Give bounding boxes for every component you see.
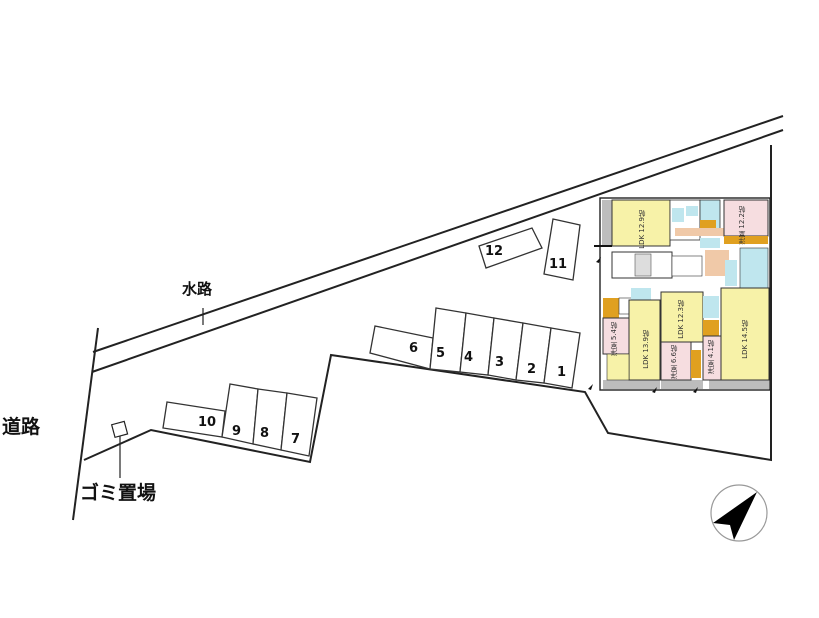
parking-label-1: 1 <box>557 365 567 380</box>
parking-12 <box>478 227 543 269</box>
parking-label-12: 12 <box>485 244 504 259</box>
parking-label-3: 3 <box>495 355 505 370</box>
parking-label-7: 7 <box>291 432 301 447</box>
parking-label-8: 8 <box>260 426 270 441</box>
building-floorplan <box>588 197 771 393</box>
parking-label-6: 6 <box>409 341 419 356</box>
parking-label-4: 4 <box>464 350 474 365</box>
room-bedroom-4: 洋室 4.1帖 <box>707 340 715 375</box>
north-arrow-icon <box>710 484 768 542</box>
parking-label-5: 5 <box>436 346 446 361</box>
entrance-marker-icon <box>596 257 601 263</box>
room-bedroom-2: 洋室 5.4帖 <box>610 322 618 357</box>
room-ldk-1: LDK 12.9帖 <box>638 210 646 249</box>
room-ldk-3: LDK 12.3帖 <box>677 300 685 339</box>
room-ldk-4: LDK 14.5帖 <box>741 320 749 359</box>
lot-boundary <box>83 145 772 464</box>
parking-7 <box>280 392 318 457</box>
room-bedroom-3: 洋室 6.6帖 <box>670 345 678 380</box>
garbage-box <box>110 420 129 439</box>
room-bedroom-1: 洋室 12.2帖 <box>738 206 746 245</box>
parking-1 <box>543 327 581 389</box>
parking-label-10: 10 <box>198 415 217 430</box>
waterway-lower-line <box>91 129 784 373</box>
entrance-marker-icon <box>652 387 657 393</box>
parking-label-11: 11 <box>549 257 568 272</box>
parking-label-9: 9 <box>232 424 242 439</box>
waterway-upper-line <box>92 115 784 353</box>
road-label: 道路 <box>2 416 41 438</box>
room-ldk-2: LDK 13.9帖 <box>642 330 650 369</box>
entrance-marker-icon <box>693 387 698 393</box>
garbage-area-label: ゴミ置場 <box>80 482 157 504</box>
entrance-marker-icon <box>588 384 593 390</box>
waterway-label: 水路 <box>182 280 213 298</box>
parking-11 <box>543 218 581 281</box>
parking-label-2: 2 <box>527 362 537 377</box>
road-line <box>72 327 99 521</box>
